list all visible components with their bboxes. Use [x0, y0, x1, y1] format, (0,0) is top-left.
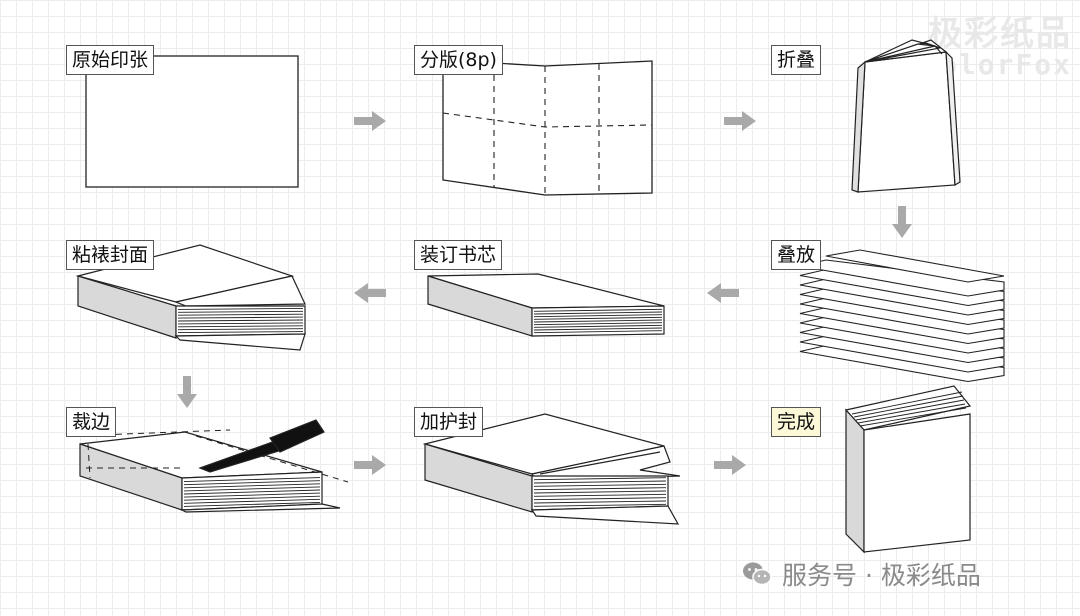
flow-arrow-icon: [354, 455, 386, 475]
page-edge-line: [177, 322, 304, 325]
page-edge-line: [177, 313, 304, 316]
step-label-folding: 折叠: [771, 45, 822, 75]
step-label-trimming: 裁边: [66, 407, 117, 437]
stack-layer: [799, 316, 1005, 354]
flow-arrow-icon: [177, 376, 197, 408]
step-label-dust-jacket: 加护封: [414, 407, 484, 437]
page-edge-line: [183, 501, 321, 507]
stack-layer: [799, 259, 1005, 297]
wechat-icon: [743, 562, 772, 586]
page-edge-line: [533, 314, 663, 318]
step-label-original-sheet: 原始印张: [66, 45, 155, 75]
page-edge-line: [533, 503, 667, 507]
stack-layer: [799, 297, 1005, 335]
step-label-binding: 装订书芯: [414, 240, 503, 270]
finished-book: [844, 385, 972, 554]
imposed-sheet: [442, 59, 653, 196]
dust-jacket-book: [422, 413, 681, 525]
stack-layer: [799, 325, 1005, 364]
watermark-logo: 极彩纸品: [928, 14, 1072, 54]
step-label-finished: 完成: [771, 407, 822, 437]
page-edge-line: [183, 477, 321, 483]
step-label-imposition: 分版(8p): [414, 45, 503, 75]
page-edge-line: [177, 307, 304, 310]
page-edge-line: [851, 391, 963, 415]
page-edge-line: [177, 310, 304, 313]
cover-gluing: [75, 244, 306, 351]
page-edge-line: [533, 316, 663, 320]
trimming-book: [71, 419, 349, 513]
page-edge-line: [533, 477, 667, 481]
page-edge-line: [533, 322, 663, 326]
page-edge-line: [533, 500, 667, 504]
page-edge-line: [183, 498, 321, 504]
footer-text: 服务号 · 极彩纸品: [782, 561, 981, 590]
folded-signature: [851, 39, 961, 193]
knife-handle: [269, 419, 325, 453]
flow-arrows: [177, 111, 912, 475]
page-edge-line: [177, 319, 304, 322]
stack-layer: [799, 344, 1005, 383]
step-label-stacking: 叠放: [771, 240, 822, 270]
page-edge-line: [859, 407, 967, 427]
page-edge-line: [177, 328, 304, 331]
page-edge-line: [533, 497, 667, 501]
page-edge-line: [183, 486, 321, 492]
stack-layer: [799, 287, 1005, 326]
page-edge-line: [177, 325, 304, 328]
page-edge-line: [533, 308, 663, 312]
page-edge-line: [533, 330, 663, 334]
stacked-signatures: [799, 249, 1005, 383]
page-edge-line: [183, 495, 321, 501]
page-edge-line: [853, 395, 964, 418]
flow-arrow-icon: [707, 283, 739, 303]
book-block: [427, 273, 665, 337]
page-edge-line: [533, 319, 663, 323]
stack-layer: [799, 268, 1005, 307]
page-edge-line: [533, 483, 667, 487]
page-edge-line: [177, 331, 304, 334]
flow-arrow-icon: [714, 455, 746, 475]
page-edge-line: [533, 490, 667, 494]
page-edge-line: [533, 493, 667, 497]
stack-layer: [799, 335, 1005, 373]
flow-arrow-icon: [892, 206, 912, 238]
page-edge-line: [183, 492, 321, 498]
page-edge-line: [183, 480, 321, 486]
page-edge-line: [857, 403, 966, 424]
page-edge-line: [533, 327, 663, 331]
flow-arrow-icon: [354, 111, 386, 131]
page-edge-line: [177, 316, 304, 319]
page-edge-line: [855, 399, 965, 421]
step-label-cover-gluing: 粘裱封面: [66, 240, 155, 270]
page-edge-line: [183, 489, 321, 495]
page-edge-line: [183, 483, 321, 489]
page-edge-line: [533, 324, 663, 328]
page-edge-line: [533, 487, 667, 491]
footer-account: 服务号 · 极彩纸品: [742, 556, 981, 592]
page-edge-line: [533, 480, 667, 484]
stack-layer: [799, 278, 1005, 316]
original-sheet: [85, 55, 299, 188]
stack-layer: [799, 306, 1005, 345]
page-edge-line: [533, 311, 663, 315]
flow-arrow-icon: [724, 111, 756, 131]
flow-arrow-icon: [354, 283, 386, 303]
